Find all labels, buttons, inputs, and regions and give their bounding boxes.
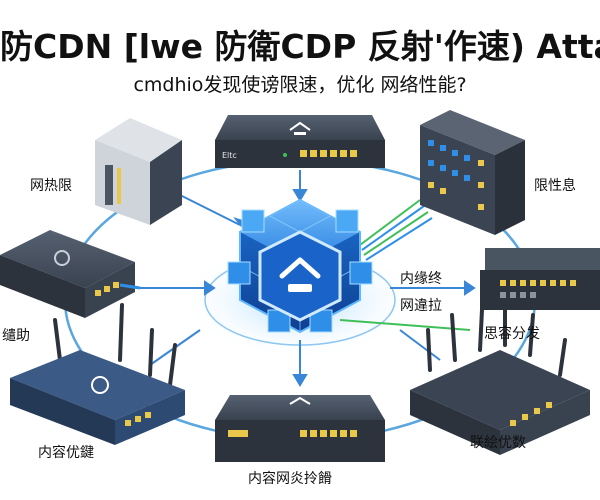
device-bottom-switch [215,395,385,462]
device-left-tower [95,118,182,225]
device-top-label: Eltc [222,151,237,160]
home-shield-icon [260,232,340,320]
device-right-switch [480,248,600,310]
device-top-switch [215,115,385,168]
device-right-rack [420,110,525,235]
label-right-mid-2: 网違拉 [400,295,442,315]
label-left-top: 网热限 [30,175,72,195]
device-left-antenna-router [10,305,185,445]
label-right-lower: 思容分发 [484,323,540,343]
label-left-bottom: 内容优鍵 [38,442,94,462]
label-right-top: 限性息 [534,175,576,195]
label-left-mid: 缱助 [2,325,30,345]
device-left-router [0,230,140,318]
label-right-mid-1: 内缘终 [400,268,442,288]
label-bottom: 内容网炎拎餶 [248,468,332,488]
label-right-bottom: 联絵优数 [470,432,526,452]
page-subtitle: cmdhio发现使谤限速，优化 网络性能? [0,70,600,97]
page-title: 防CDN [lwe 防衛CDP 反射'作速) Attack [0,20,600,68]
